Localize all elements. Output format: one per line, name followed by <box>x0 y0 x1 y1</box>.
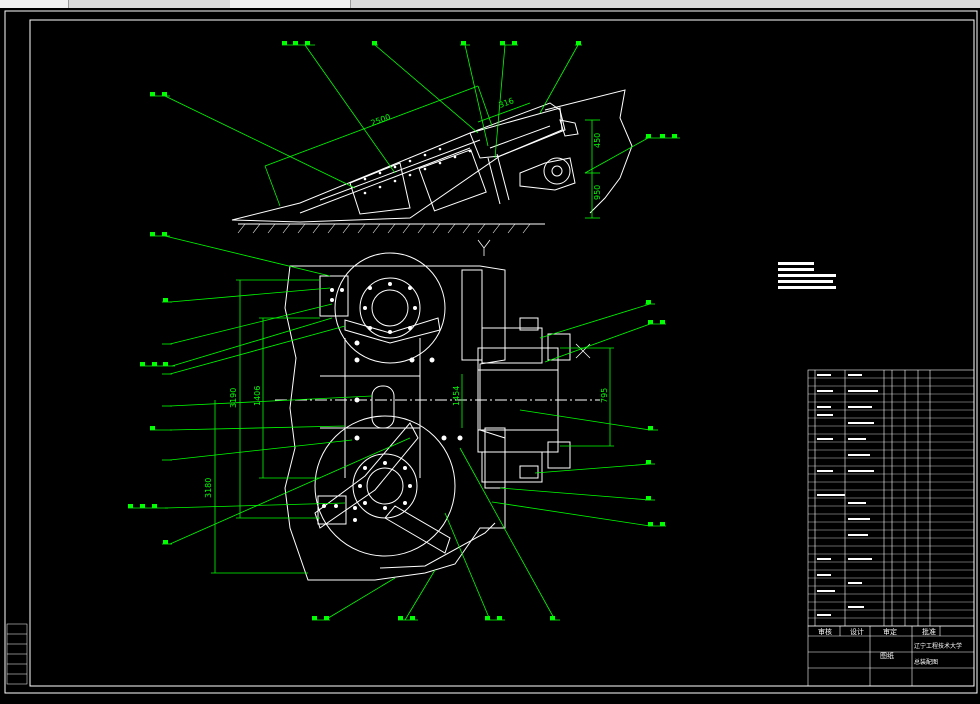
dim-plan-mid: 1454 <box>452 386 461 406</box>
plan-view <box>275 252 600 581</box>
technical-notes <box>778 262 836 289</box>
title-label: 图纸 <box>880 651 894 660</box>
toolbar-tab-1[interactable] <box>0 0 69 8</box>
title-block <box>807 625 975 687</box>
window-top-strip <box>0 0 980 8</box>
title-block-text: 审核 设计 审定 批准 图纸 辽宁工程技术大学 总装配图 <box>818 627 962 666</box>
title-header-1: 审核 <box>818 627 832 636</box>
dim-plan-height-2: 1406 <box>253 386 262 406</box>
drawing-svg: 2500 316 450 950 <box>4 10 978 694</box>
title-header-3: 审定 <box>883 627 897 636</box>
parts-list-rows <box>808 377 974 619</box>
leader-lines <box>128 44 680 621</box>
title-header-4: 批准 <box>922 627 936 636</box>
dim-top-vertical-1: 450 <box>593 133 602 148</box>
outer-frame <box>4 10 978 694</box>
item-marks <box>128 41 677 620</box>
dim-top-vertical-2: 950 <box>593 185 602 200</box>
plan-dimension-lines <box>211 279 614 574</box>
toolbar-tab-2[interactable] <box>230 0 351 8</box>
dim-plan-right: 795 <box>600 388 609 403</box>
dim-plan-height-3: 3180 <box>204 478 213 498</box>
title-line-1: 辽宁工程技术大学 <box>914 642 962 650</box>
dim-plan-height-1: 3190 <box>229 388 238 408</box>
dim-top-length: 2500 <box>370 112 392 127</box>
revision-table <box>6 623 28 685</box>
inner-frame <box>29 19 975 687</box>
title-header-2: 设计 <box>850 627 864 636</box>
plan-dimensions: 3190 1406 3180 1454 795 <box>204 386 609 498</box>
side-view <box>231 85 633 256</box>
parts-list-text <box>817 374 878 616</box>
title-line-2: 总装配图 <box>914 658 938 666</box>
